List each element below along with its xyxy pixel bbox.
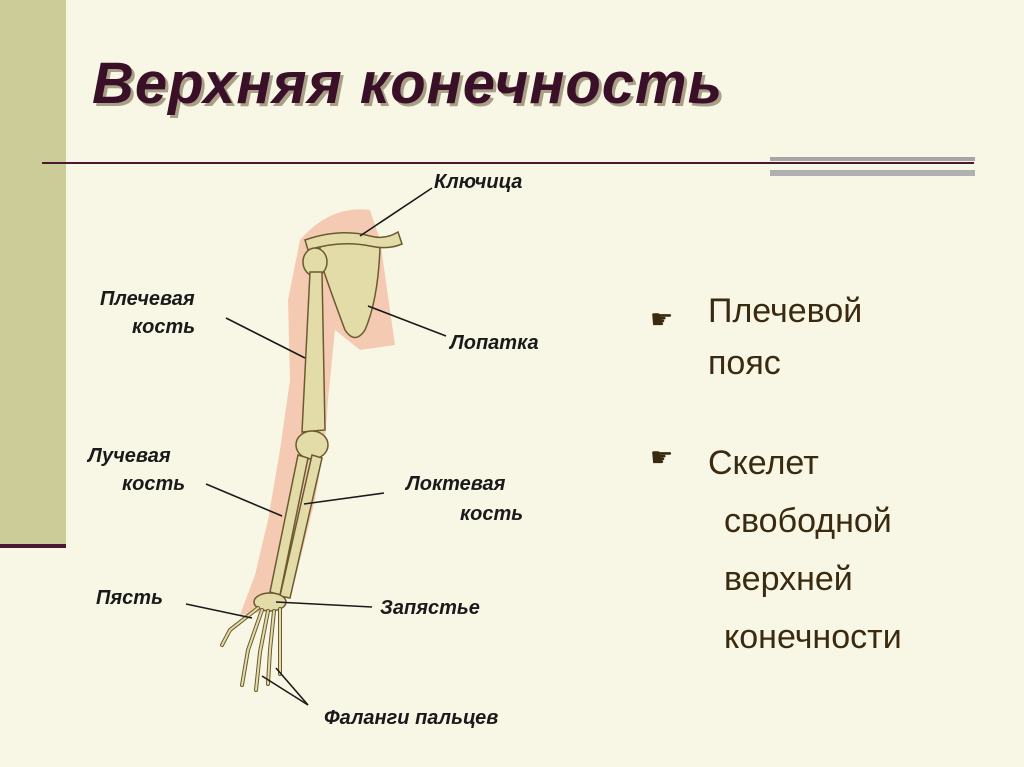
- clavicle-bone: [304, 230, 403, 251]
- slide-title: Верхняя конечность: [92, 51, 724, 116]
- title-divider-accent: [770, 157, 975, 161]
- label-phalanges: Фаланги пальцев: [324, 707, 498, 729]
- label-carpus: Запястье: [380, 597, 480, 619]
- label-radius-1: Лучевая: [86, 445, 171, 467]
- label-ulna-1: Локтевая: [404, 473, 506, 495]
- scapula-leader: [367, 305, 447, 337]
- bullet-text-line: верхней: [724, 560, 853, 598]
- pointing-hand-icon: ☛: [650, 442, 674, 472]
- bullet-text-line: Скелет: [708, 444, 819, 482]
- label-scapula: Лопатка: [448, 332, 539, 354]
- radius-leader: [205, 483, 283, 517]
- label-clavicle: Ключица: [434, 171, 522, 193]
- bullet-text-line: конечности: [724, 618, 902, 656]
- label-radius-2: кость: [122, 473, 185, 495]
- bullet-item-free-limb-skeleton: ☛ Скелет свободной верхней конечности: [650, 437, 902, 663]
- clavicle-leader: [359, 187, 433, 237]
- hand-bones: [220, 606, 282, 692]
- bullet-text-line: свободной: [724, 502, 892, 540]
- humerus-bone: [301, 271, 326, 433]
- phalanges-leader-1: [261, 675, 309, 706]
- title-divider-accent-lower: [770, 170, 975, 176]
- left-divider: [0, 544, 66, 548]
- label-ulna-2: кость: [460, 503, 523, 525]
- label-humerus-2: кость: [132, 316, 195, 338]
- pointing-hand-icon: ☛: [650, 304, 674, 334]
- humerus-leader: [225, 317, 306, 359]
- metacarpus-leader: [185, 603, 253, 619]
- carpus-leader: [275, 601, 373, 608]
- bullet-list: ☛ Плечевой пояс ☛ Скелет свободной верхн…: [650, 285, 902, 663]
- title-divider: [42, 162, 974, 164]
- left-sidebar-bar: [0, 0, 66, 546]
- bullet-text-line: Плечевой: [708, 292, 863, 330]
- phalanges-leader-2: [275, 667, 309, 706]
- ulna-bone: [279, 454, 323, 599]
- ulna-leader: [303, 492, 385, 505]
- label-humerus-1: Плечевая: [100, 288, 195, 310]
- label-metacarpus: Пясть: [96, 587, 163, 609]
- bullet-item-shoulder-girdle: ☛ Плечевой пояс: [650, 285, 902, 389]
- bullet-text-line: пояс: [708, 344, 781, 382]
